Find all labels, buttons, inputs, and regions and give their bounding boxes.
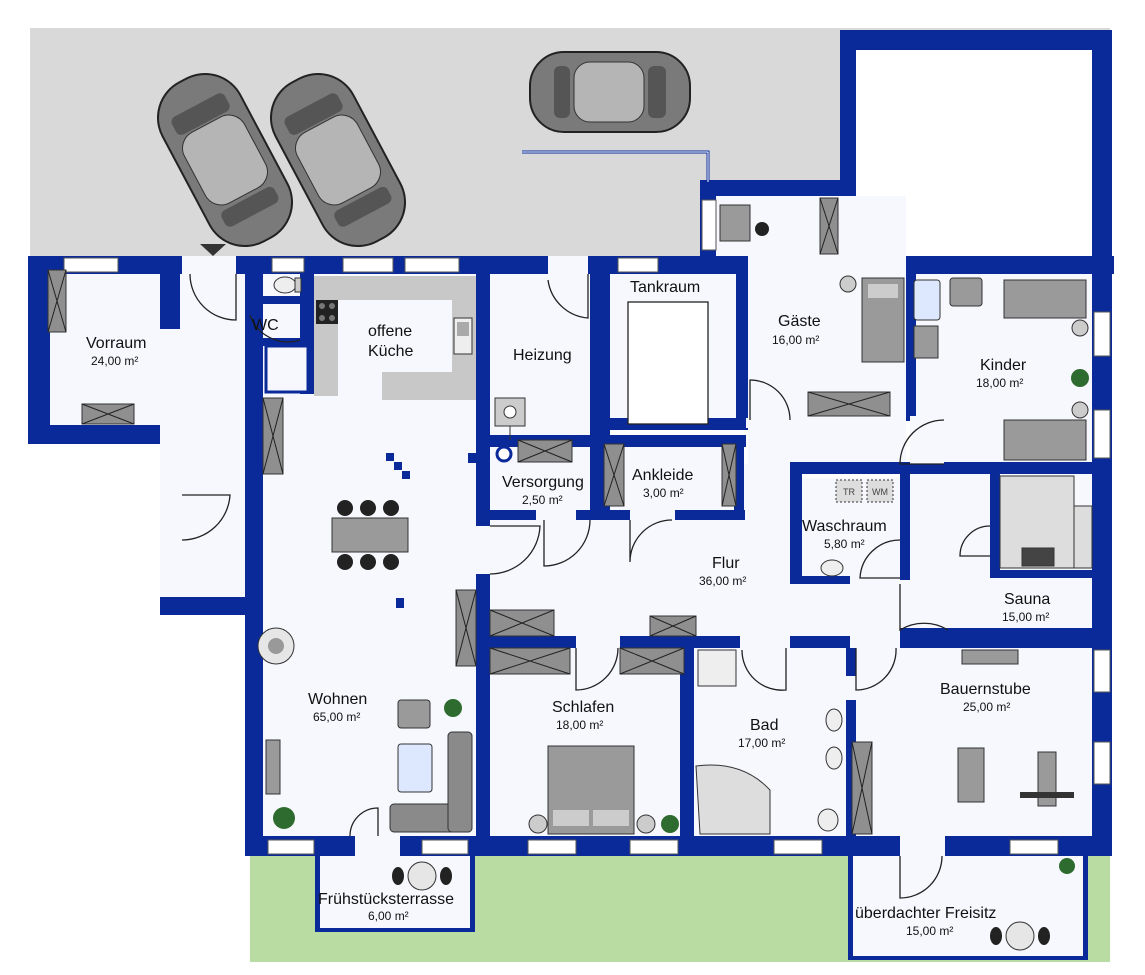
bed-icon [547,745,635,835]
room-name-sauna: Sauna [1004,591,1050,608]
sofa-icon [389,731,473,833]
door-swing-icon [181,273,991,899]
window-icon [63,199,1111,855]
pillar-marks [386,453,476,608]
room-area-freisitz: 15,00 m² [906,924,953,938]
weight-bench-icon [1020,751,1074,807]
stool-icon [1071,319,1089,337]
bed-icon [861,277,905,363]
bed-icon [1003,279,1087,461]
car-icon [156,72,294,248]
entrance-arrow-icon [200,244,226,256]
car-icon [529,51,691,133]
room-name-vorraum: Vorraum [86,335,146,352]
room-area-bauernstube: 25,00 m² [963,700,1010,714]
walkway-line-inner [522,151,709,182]
room-name-versorgung: Versorgung [502,474,584,491]
room-name-kinder: Kinder [980,357,1027,374]
washer-label: WM [872,487,888,497]
armchair-icon [949,277,983,307]
nightstand-icon [528,814,548,834]
room-area-kinder: 18,00 m² [976,376,1023,390]
wc-shelf [264,344,310,394]
room-name-kueche-2: Küche [368,343,413,360]
plant-icon [273,369,1089,874]
room-name-wohnen: Wohnen [308,691,367,708]
chair-icon [755,222,769,236]
room-name-heizung: Heizung [513,347,572,364]
room-area-schlafen: 18,00 m² [556,718,603,732]
desk-icon [719,204,751,242]
room-name-gaeste: Gäste [778,313,821,330]
room-area-flur: 36,00 m² [699,574,746,588]
room-name-ankleide: Ankleide [632,467,693,484]
room-area-bad: 17,00 m² [738,736,785,750]
terrace-table-icon [392,861,452,891]
room-area-gaeste: 16,00 m² [772,333,819,347]
stove-icon [316,300,338,324]
room-name-bad: Bad [750,717,778,734]
room-name-freisitz: überdachter Freisitz [855,905,996,922]
bathtub-icon [695,764,771,835]
sink-icon [453,317,473,355]
table-icon [331,500,409,570]
pipe-icon [495,445,513,463]
room-name-schlafen: Schlafen [552,699,614,716]
room-name-wc: WC [252,317,279,334]
room-name-bauernstube: Bauernstube [940,681,1031,698]
room-name-flur: Flur [712,555,740,572]
terrace-table-icon [990,921,1050,951]
radiator [265,739,281,795]
shower-icon [697,649,737,687]
stove-oven-icon [257,627,295,665]
nightstand-icon [636,814,656,834]
cabinet-icon [913,279,941,321]
boiler-icon [494,397,526,440]
armchair-icon [397,699,431,729]
room-name-tankraum: Tankraum [630,279,700,296]
washer-icon [866,479,894,503]
room-area-vorraum: 24,00 m² [91,354,138,368]
room-name-fruehstuecksterrasse: Frühstücksterrasse [318,891,454,908]
room-labels: Vorraum 24,00 m² WC offene Küche Heizung… [86,279,1050,938]
room-area-ankleide: 3,00 m² [643,486,684,500]
toilet-icon [273,276,302,294]
toilet-icon [817,808,839,832]
room-name-kueche-1: offene [368,323,412,340]
dryer-icon [835,479,863,503]
car-icon [269,72,407,248]
dryer-label: TR [843,487,855,497]
interior-walls [160,256,1112,856]
sink-icon [820,559,844,577]
radiator [961,649,1019,665]
room-area-waschraum: 5,80 m² [824,537,865,551]
cabinet-cross [47,197,891,835]
stool-icon [839,275,857,293]
sauna-bench-icon [999,475,1093,569]
room-area-fruehstuecksterrasse: 6,00 m² [368,909,409,923]
sink-icon [825,708,843,732]
room-area-sauna: 15,00 m² [1002,610,1049,624]
tank-icon [627,301,709,425]
room-name-waschraum: Waschraum [802,518,887,535]
door-openings [160,256,990,856]
coffee-table-icon [397,743,433,793]
sink-icon [825,746,843,770]
room-area-versorgung: 2,50 m² [522,493,563,507]
stool-icon [1071,401,1089,419]
treadmill-icon [957,747,985,803]
room-area-wohnen: 65,00 m² [313,710,360,724]
desk-icon [913,325,939,359]
